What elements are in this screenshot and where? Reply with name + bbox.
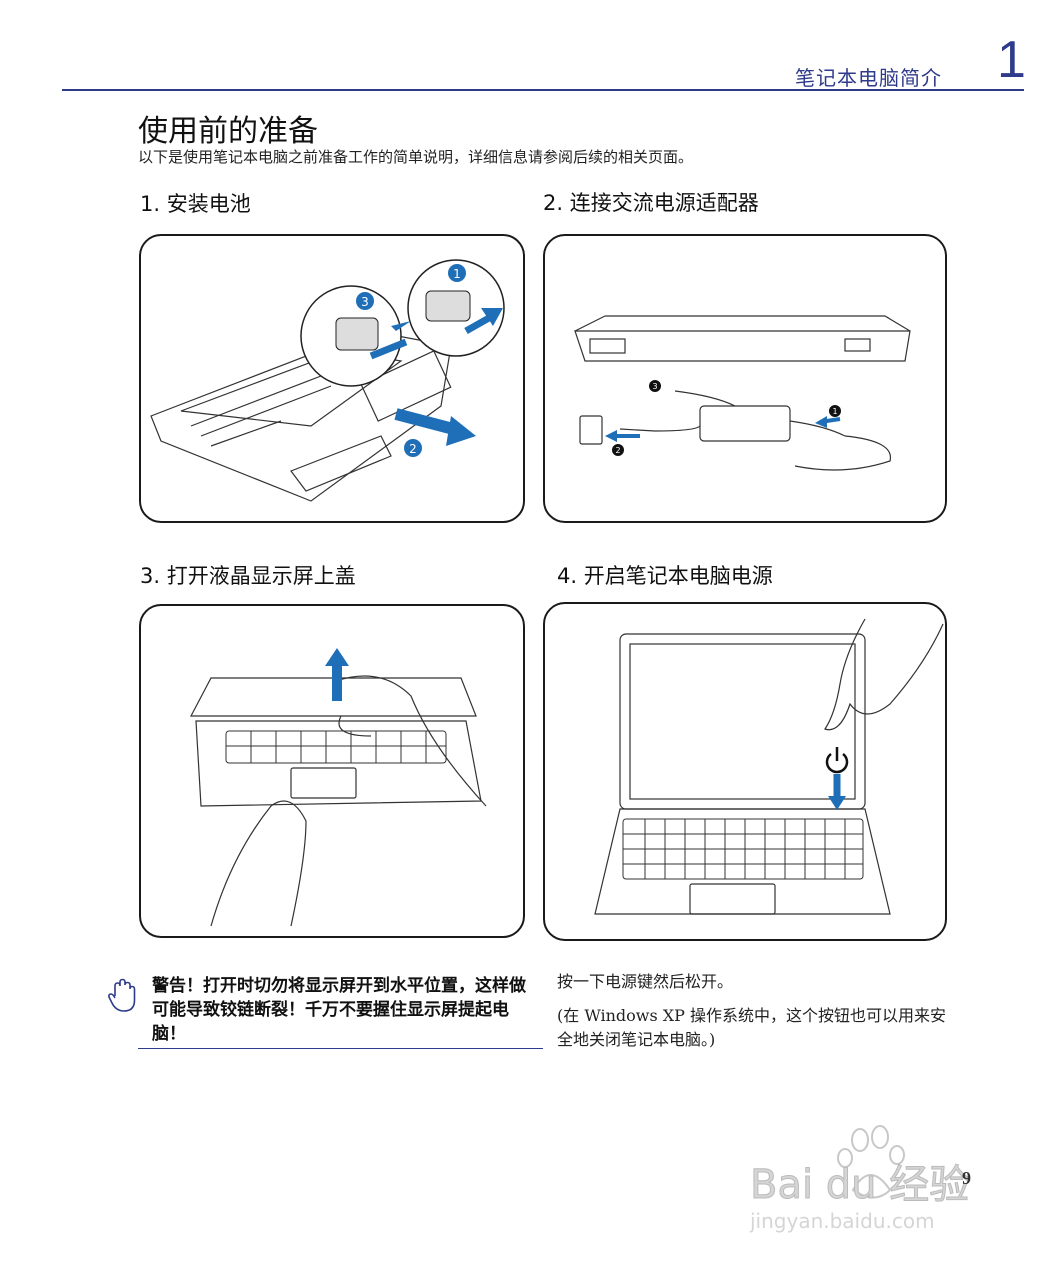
svg-text:2: 2 [409, 442, 417, 456]
svg-text:Bai du 经验: Bai du 经验 [750, 1162, 969, 1208]
step-1-label: 1. 安装电池 [140, 192, 251, 216]
step-3-label: 3. 打开液晶显示屏上盖 [140, 564, 356, 588]
adapter-illustration-svg: 1 2 3 [574, 315, 911, 471]
step-badges: 1 2 3 [356, 264, 466, 457]
adapter-illustration: 1 2 3 [543, 234, 947, 523]
page-number: 9 [962, 1168, 971, 1188]
power-note-detail: (在 Windows XP 操作系统中，这个按钮也可以用来安全地关闭笔记本电脑。… [557, 1006, 947, 1049]
adapter-step-badges: 1 2 3 [612, 380, 841, 456]
power-icon [825, 747, 849, 774]
svg-text:1: 1 [832, 407, 837, 416]
svg-text:jingyan.baidu.com: jingyan.baidu.com [749, 1209, 935, 1233]
open-lid-illustration-svg [190, 648, 487, 927]
page-title: 使用前的准备 [138, 114, 318, 149]
power-on-illustration-svg [594, 618, 944, 915]
svg-text:3: 3 [361, 295, 369, 309]
step-4-label: 4. 开启笔记本电脑电源 [557, 564, 773, 588]
warning-text: 警告！打开时切勿将显示屏开到水平位置，这样做可能导致铰链断裂！千万不要握住显示屏… [152, 976, 526, 1044]
header-rule [62, 89, 1024, 91]
svg-text:3: 3 [652, 382, 657, 391]
battery-install-illustration: 1 2 3 [139, 234, 525, 523]
baidu-watermark: Bai du 经验 jingyan.baidu.com [745, 1120, 1005, 1235]
battery-illustration-svg: 1 2 3 [150, 259, 505, 502]
power-on-illustration [543, 602, 947, 941]
page-subtitle: 以下是使用笔记本电脑之前准备工作的简单说明，详细信息请参阅后续的相关页面。 [138, 148, 694, 166]
hand-warning-icon [107, 978, 137, 1014]
svg-text:1: 1 [453, 267, 461, 281]
step-2-label: 2. 连接交流电源适配器 [543, 191, 759, 215]
open-lid-illustration [139, 604, 525, 938]
chapter-number: 1 [997, 31, 1026, 89]
svg-text:2: 2 [615, 446, 620, 455]
power-note: 按一下电源键然后松开。 [557, 972, 734, 991]
section-header: 笔记本电脑简介 [795, 66, 942, 90]
warning-rule [138, 1048, 543, 1049]
